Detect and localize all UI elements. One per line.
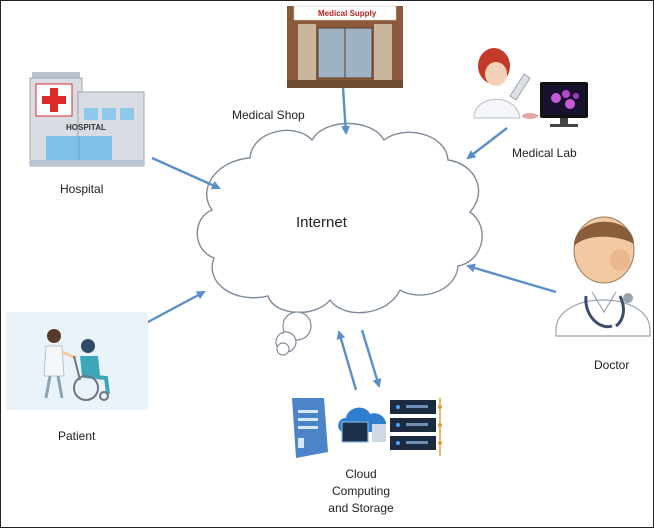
arrow-hospital-to-internet xyxy=(151,156,221,190)
patient-icon xyxy=(6,312,148,410)
hospital-label: Hospital xyxy=(60,182,104,196)
hospital-icon: HOSPITAL xyxy=(29,72,145,167)
arrow-shop-to-internet xyxy=(341,87,351,135)
internet-cloud xyxy=(196,122,483,356)
patient-label: Patient xyxy=(58,429,96,443)
hospital-sign-text: HOSPITAL xyxy=(66,123,106,132)
arrow-doctor-to-internet xyxy=(466,263,557,294)
arrow-internet-to-cloud xyxy=(360,329,382,388)
medical-lab-label: Medical Lab xyxy=(512,146,577,160)
internet-label: Internet xyxy=(296,214,347,231)
connection-arrows xyxy=(117,87,557,391)
arrow-lab-to-internet xyxy=(466,127,508,160)
medical-shop-icon: Medical Supply xyxy=(287,5,403,88)
medical-shop-label: Medical Shop xyxy=(232,108,305,122)
cloud-computing-label: Cloud Computing and Storage xyxy=(328,467,394,515)
medical-shop-sign-text: Medical Supply xyxy=(318,9,377,18)
doctor-label: Doctor xyxy=(594,358,630,372)
arrow-cloud-to-internet xyxy=(336,330,358,391)
cloud-storage-icon xyxy=(292,398,442,458)
medical-lab-icon xyxy=(473,48,588,127)
doctor-icon xyxy=(555,216,651,337)
